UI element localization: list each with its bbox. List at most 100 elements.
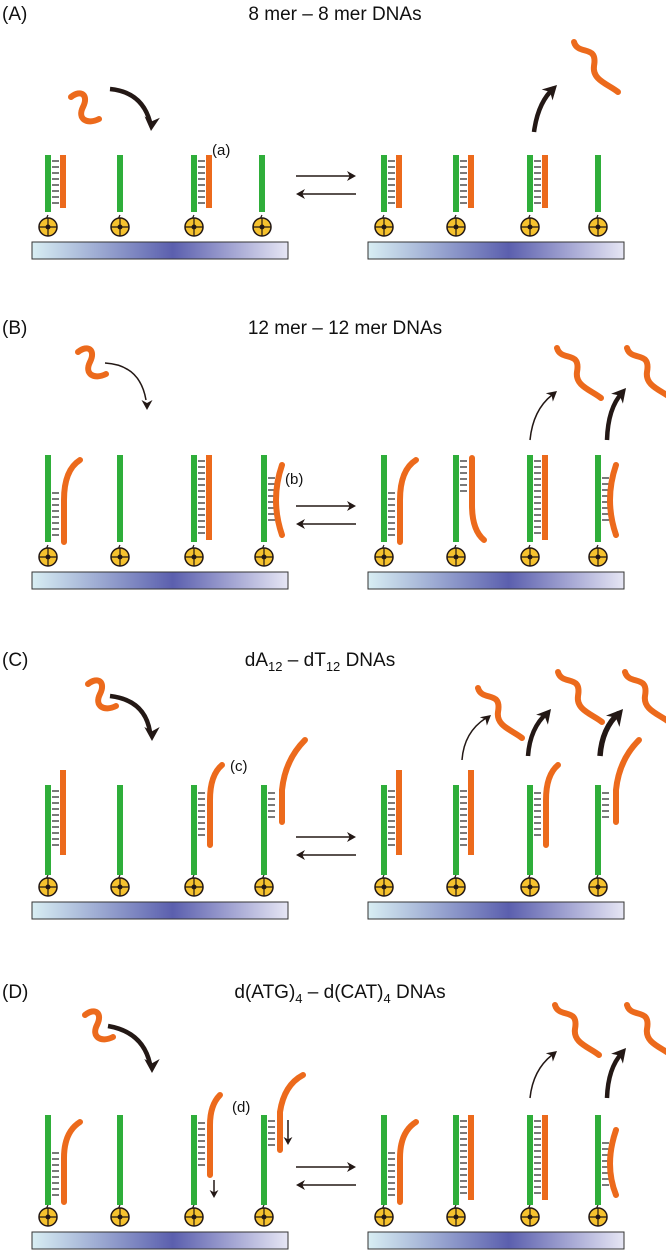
probe-strand [191, 455, 197, 542]
target-strand-curved [397, 457, 419, 545]
panel-label: (A) [2, 4, 27, 25]
title-text: – dT [283, 650, 327, 671]
anchor-center [259, 224, 265, 230]
target-strand [396, 770, 402, 855]
title-text: DNAs [340, 650, 395, 671]
target-strand-curved [273, 462, 285, 538]
arrow-head-shape [296, 519, 305, 529]
target-strand-curved [543, 762, 561, 848]
arrow-head-shape [144, 727, 160, 741]
probe-strand [261, 1115, 267, 1205]
target-strand-curved [277, 1072, 306, 1153]
anchor-molecule [254, 544, 274, 567]
free-target-dna [68, 90, 102, 125]
panel-label: (C) [2, 650, 28, 671]
target-strand [542, 155, 548, 208]
anchor-molecule [374, 874, 394, 897]
probe-strand [453, 1115, 459, 1205]
arrow-head-shape [347, 171, 356, 181]
anchor-molecule [588, 1204, 608, 1227]
arrow-head-shape [296, 850, 305, 860]
anchor-center [527, 1214, 533, 1220]
anchor-center [117, 1214, 123, 1220]
probe-strand [527, 455, 533, 542]
down-arrow-head [283, 1137, 293, 1145]
anchor-molecule [38, 544, 58, 567]
anchor-molecule [374, 214, 394, 237]
anchor-center [45, 884, 51, 890]
anchor-center [595, 884, 601, 890]
arrow-head-shape [144, 116, 160, 131]
binding-arrow-head [144, 1059, 160, 1073]
target-strand [396, 155, 402, 208]
binding-arrow [104, 362, 147, 401]
anchor-center [191, 884, 197, 890]
arrow-head-shape [296, 1180, 305, 1190]
anchor-molecule [254, 874, 274, 897]
reverse-arrow-head [296, 189, 305, 199]
anchor-molecule [184, 874, 204, 897]
arrow-head-shape [296, 189, 305, 199]
binding-arrow-head [141, 400, 153, 410]
anchor-center [381, 224, 387, 230]
probe-strand [595, 785, 601, 875]
free-target-dna [75, 345, 109, 380]
substrate-surface [31, 1231, 289, 1250]
target-strand-curved [207, 762, 225, 848]
arrow-head-shape [347, 1162, 356, 1172]
diagram-art [31, 39, 666, 1250]
site-label: (d) [232, 1099, 250, 1116]
probe-strand [381, 455, 387, 542]
probe-strand [453, 455, 459, 542]
probe-strand [45, 1115, 51, 1205]
anchor-molecule [520, 1204, 540, 1227]
anchor-center [117, 554, 123, 560]
panel-label: (B) [2, 318, 27, 339]
free-target-dna [82, 1008, 116, 1043]
arrow-head-shape [283, 1137, 293, 1145]
probe-strand [117, 455, 123, 542]
down-arrow-head [209, 1190, 219, 1198]
anchor-molecule [254, 1204, 274, 1227]
arrow-head-shape [144, 1059, 160, 1073]
target-strand-curved [613, 737, 642, 825]
arrow-head-shape [545, 391, 557, 402]
forward-arrow-head [347, 501, 356, 511]
probe-strand [453, 785, 459, 875]
release-arrow [461, 717, 487, 761]
anchor-molecule [38, 1204, 58, 1227]
probe-strand [453, 155, 459, 212]
substrate-surface [31, 241, 289, 260]
release-arrow-head [545, 1051, 557, 1062]
anchor-center [45, 224, 51, 230]
anchor-center [453, 224, 459, 230]
panel-b: (B) 12 mer – 12 mer DNAs (b) [2, 318, 442, 488]
target-strand-curved [607, 462, 619, 538]
anchor-center [261, 554, 267, 560]
probe-strand [259, 155, 265, 212]
free-target-dna [85, 677, 119, 712]
released-target-dna [475, 685, 525, 741]
reverse-arrow-head [296, 850, 305, 860]
arrow-head-shape [347, 501, 356, 511]
arrow-head-shape [536, 709, 551, 725]
target-strand [60, 770, 66, 855]
anchor-center [45, 554, 51, 560]
released-target-dna [552, 1002, 602, 1058]
anchor-center [117, 884, 123, 890]
site-label: (b) [285, 471, 303, 488]
anchor-center [595, 1214, 601, 1220]
substrate-surface [367, 571, 625, 590]
probe-strand [117, 155, 123, 212]
probe-strand [261, 785, 267, 875]
probe-strand [527, 1115, 533, 1205]
probe-strand [191, 1115, 197, 1205]
anchor-molecule [38, 214, 58, 237]
arrow-head-shape [541, 85, 557, 101]
arrow-head-shape [347, 832, 356, 842]
arrow-head-shape [209, 1190, 219, 1198]
release-arrow-head [545, 391, 557, 402]
release-arrow-head [536, 709, 551, 725]
title-subscript: 4 [295, 991, 302, 1006]
